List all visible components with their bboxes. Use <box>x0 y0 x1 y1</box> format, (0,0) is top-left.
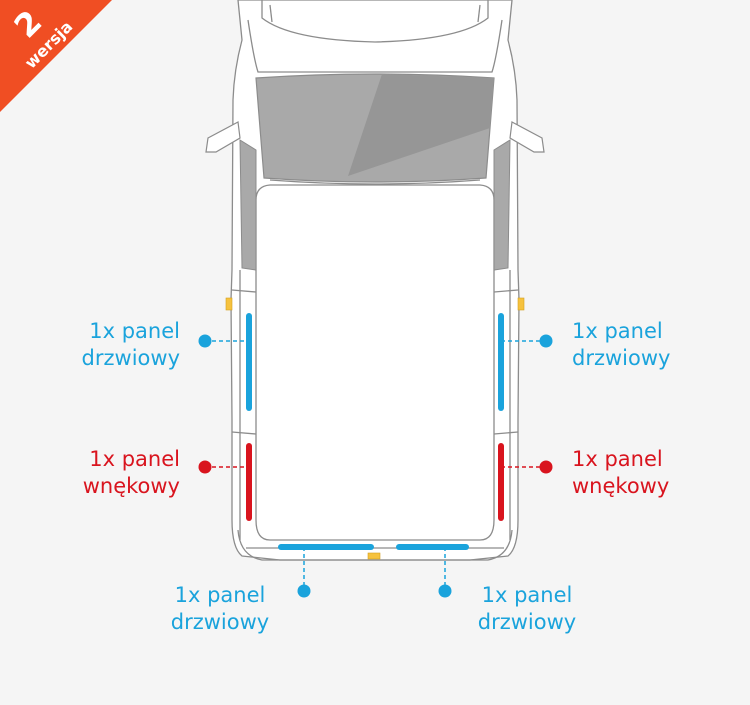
left-door-label: 1x panel drzwiowy <box>40 318 180 372</box>
right-door-handle <box>517 297 525 311</box>
left-arch-label-line1: 1x panel <box>89 447 180 471</box>
rear-left-label-line1: 1x panel <box>174 583 266 607</box>
right-door-label-line1: 1x panel <box>572 319 663 343</box>
rear-handle <box>367 552 381 560</box>
leaders <box>205 340 546 591</box>
right-arch-label: 1x panel wnękowy <box>572 446 712 500</box>
right-arch-dot <box>539 460 553 474</box>
rear-left-label-line2: drzwiowy <box>170 610 270 634</box>
right-arch-label-line2: wnękowy <box>572 474 670 498</box>
right-side-window <box>493 139 511 271</box>
left-side-window <box>239 139 257 271</box>
rear-right-label-line1: 1x panel <box>481 583 573 607</box>
right-door-dot <box>539 334 553 348</box>
rear-right-label-line2: drzwiowy <box>477 610 577 634</box>
left-arch-label-line2: wnękowy <box>82 474 180 498</box>
rear-right-label: 1x panel drzwiowy <box>457 582 597 636</box>
rear-left-label: 1x panel drzwiowy <box>150 582 290 636</box>
rear-right-dot <box>438 584 452 598</box>
left-door-handle <box>225 297 233 311</box>
left-arch-dot <box>198 460 212 474</box>
right-door-label-line2: drzwiowy <box>572 346 671 370</box>
version-badge <box>0 0 112 112</box>
left-arch-label: 1x panel wnękowy <box>40 446 180 500</box>
left-door-label-line1: 1x panel <box>89 319 180 343</box>
leader-dots <box>198 334 553 598</box>
rear-left-dot <box>297 584 311 598</box>
right-arch-label-line1: 1x panel <box>572 447 663 471</box>
panel-bars <box>246 313 504 550</box>
left-door-label-line2: drzwiowy <box>81 346 180 370</box>
windshield <box>255 73 495 185</box>
right-door-label: 1x panel drzwiowy <box>572 318 712 372</box>
left-mirror <box>205 121 241 153</box>
left-door-dot <box>198 334 212 348</box>
right-mirror <box>509 121 545 153</box>
